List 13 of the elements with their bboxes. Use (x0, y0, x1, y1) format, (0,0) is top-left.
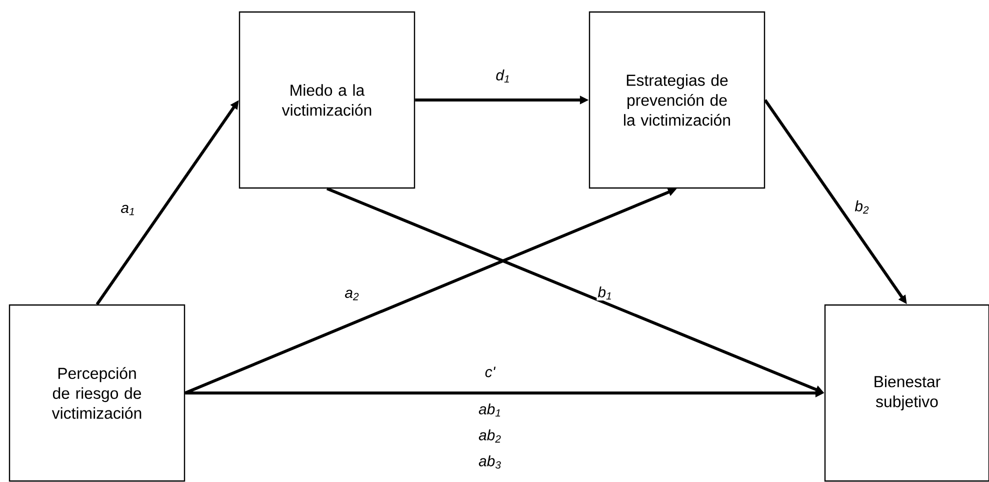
effect-label: ab$_{3}$ (478, 455, 501, 469)
variable-box: Miedo a la victimización (238, 11, 416, 189)
effect-label: ab$_{2}$ (478, 429, 501, 443)
path-label: d$_{1}$ (494, 68, 512, 84)
effect-label: ab$_{1}$ (478, 403, 500, 417)
path-label: b$_{2}$ (854, 199, 870, 215)
variable-box: Estrategias de prevención de la victimización (588, 11, 766, 189)
variable-box: Percepción de riesgo de victimización (8, 304, 186, 482)
path-label: a$_{2}$ (344, 288, 360, 302)
variable-box: Bienestar subjetivo (824, 304, 989, 482)
path-label: b$_{1}$ (596, 285, 614, 301)
path-label: c' (484, 366, 496, 378)
path-label: a$_{1}$ (120, 204, 136, 216)
